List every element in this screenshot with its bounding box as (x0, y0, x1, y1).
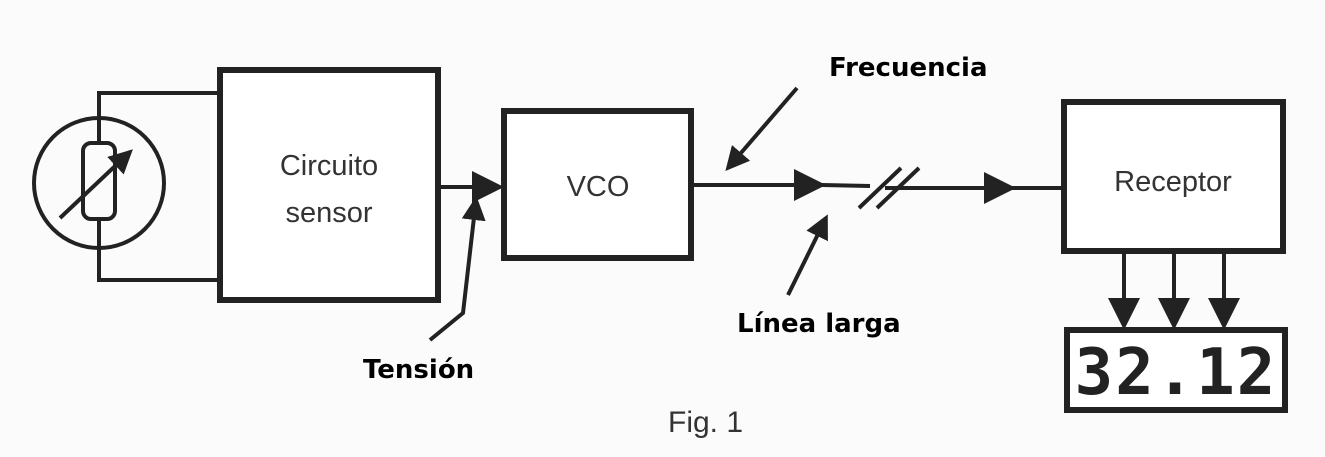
receiver-to-display-arrows (1108, 252, 1240, 330)
digital-display: 32.12 (1064, 327, 1288, 413)
frequency-pointer-arrow (725, 86, 799, 172)
line-break-icon (857, 166, 921, 210)
display-value: 32.12 (1075, 336, 1278, 410)
long-line-annotation: Línea larga (737, 309, 901, 339)
voltage-annotation: Tensión (363, 355, 474, 385)
vco-label: VCO (567, 171, 630, 203)
sensor-wires (97, 91, 218, 282)
vco-block: VCO (501, 108, 694, 261)
long-line-pointer-arrow (786, 214, 828, 296)
voltage-pointer-arrow (428, 196, 486, 342)
sensor-circuit-label-line1: Circuito (280, 150, 378, 182)
sensor-circuit-block: Circuito sensor (217, 67, 441, 303)
frequency-annotation: Frecuencia (829, 53, 988, 83)
receiver-block: Receptor (1061, 99, 1286, 254)
receiver-label: Receptor (1114, 166, 1232, 198)
sensor-circuit-label-line2: sensor (285, 197, 372, 229)
long-line (694, 166, 1062, 210)
figure-caption: Fig. 1 (668, 406, 743, 439)
